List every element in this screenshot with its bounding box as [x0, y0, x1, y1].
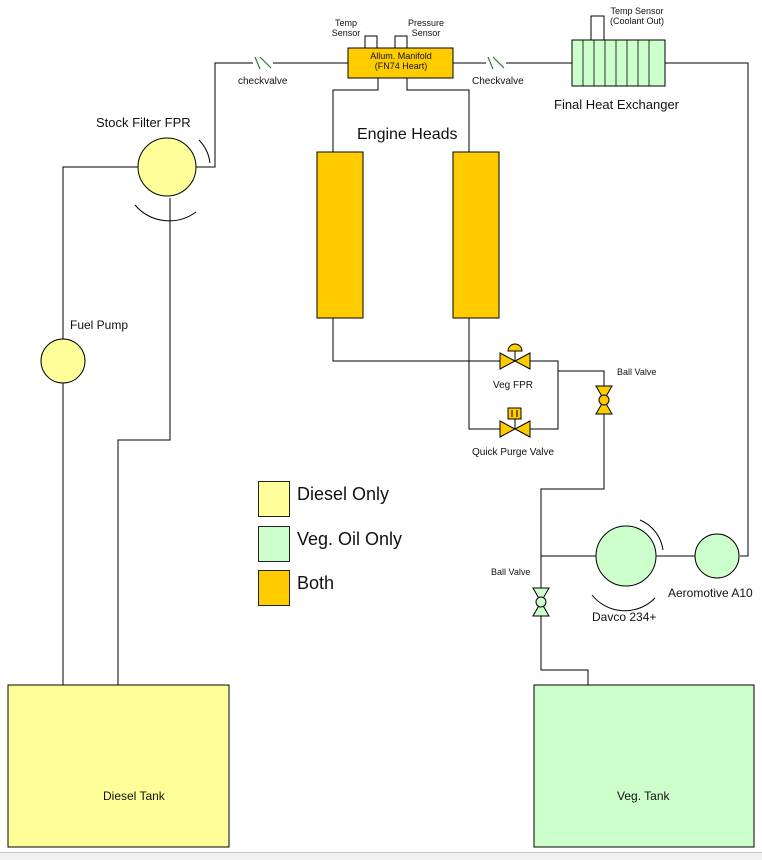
pipe-manifold-to-left-head [332, 78, 379, 152]
temp-sensor-label: Temp Sensor [331, 18, 361, 38]
engine-heads-label: Engine Heads [357, 126, 458, 143]
pipe-left-head-to-vegfpr [332, 318, 500, 362]
pipe-ball-valve-down [540, 414, 605, 556]
engine-head-left [316, 151, 364, 319]
pipe-to-purge-valve [468, 361, 500, 430]
legend-label-both: Both [297, 573, 335, 593]
davco-label: Davco 234+ [592, 610, 657, 624]
coolant-temp-sensor [590, 15, 605, 41]
final-heat-exchanger-label: Final Heat Exchanger [554, 97, 680, 112]
pipe-to-upper-ball-valve [558, 370, 605, 386]
fuel-pump-label: Fuel Pump [70, 318, 129, 332]
veg-tank-label: Veg. Tank [617, 789, 670, 803]
aeromotive-label: Aeromotive A10 [668, 586, 753, 600]
quick-purge-valve-label: Quick Purge Valve [472, 447, 555, 458]
coolant-temp-sensor-label: Temp Sensor (Coolant Out) [609, 6, 665, 26]
ball-valve-lower-label: Ball Valve [491, 567, 531, 577]
pipe-ball-valve-to-veg-tank [540, 616, 589, 685]
legend-label-veg: Veg. Oil Only [297, 529, 403, 549]
temp-sensor [364, 35, 378, 49]
engine-head-right [452, 151, 500, 319]
diesel-tank [7, 684, 230, 848]
veg-fpr-valve [499, 343, 531, 370]
ball-valve-upper [595, 385, 613, 415]
pipe-exchanger-loop [665, 62, 749, 557]
stock-filter-fpr-label: Stock Filter FPR [96, 115, 191, 130]
legend-swatch-diesel [258, 481, 290, 517]
pipe-lines [62, 62, 749, 685]
pressure-sensor [394, 35, 408, 49]
veg-fpr-label: Veg FPR [493, 380, 534, 391]
checkvalve-right [487, 56, 505, 70]
pipe-fpr-return [117, 198, 171, 685]
checkvalve-left [254, 56, 272, 70]
pipe-manifold-to-right-head [406, 78, 470, 152]
window-bottom-edge [0, 852, 762, 860]
pipe-valve-bypass [530, 360, 559, 430]
final-heat-exchanger [571, 15, 666, 87]
legend-swatch-both [258, 570, 290, 606]
stock-filter-fpr [134, 137, 211, 222]
checkvalve-left-label: checkvalve [238, 76, 288, 87]
ball-valve-lower [532, 587, 550, 617]
diesel-tank-label: Diesel Tank [103, 789, 165, 803]
pressure-sensor-label: Pressure Sensor [407, 18, 444, 38]
legend-label-diesel: Diesel Only [297, 484, 390, 504]
fuel-pump [40, 338, 86, 384]
ball-valve-upper-label: Ball Valve [617, 367, 657, 377]
checkvalve-right-label: Checkvalve [472, 76, 524, 87]
aeromotive-a10 [694, 533, 740, 579]
pipe-fpr-to-checkvalve [196, 62, 253, 168]
davco-234 [591, 519, 664, 612]
manifold-label: Allum. Manifold (FN74 Heart) [370, 51, 432, 71]
allum-manifold [347, 47, 454, 79]
legend-swatch-veg [258, 526, 290, 562]
pipe-fuel-pump-to-fpr [62, 166, 138, 685]
veg-tank [533, 684, 755, 848]
quick-purge-valve [499, 407, 531, 438]
